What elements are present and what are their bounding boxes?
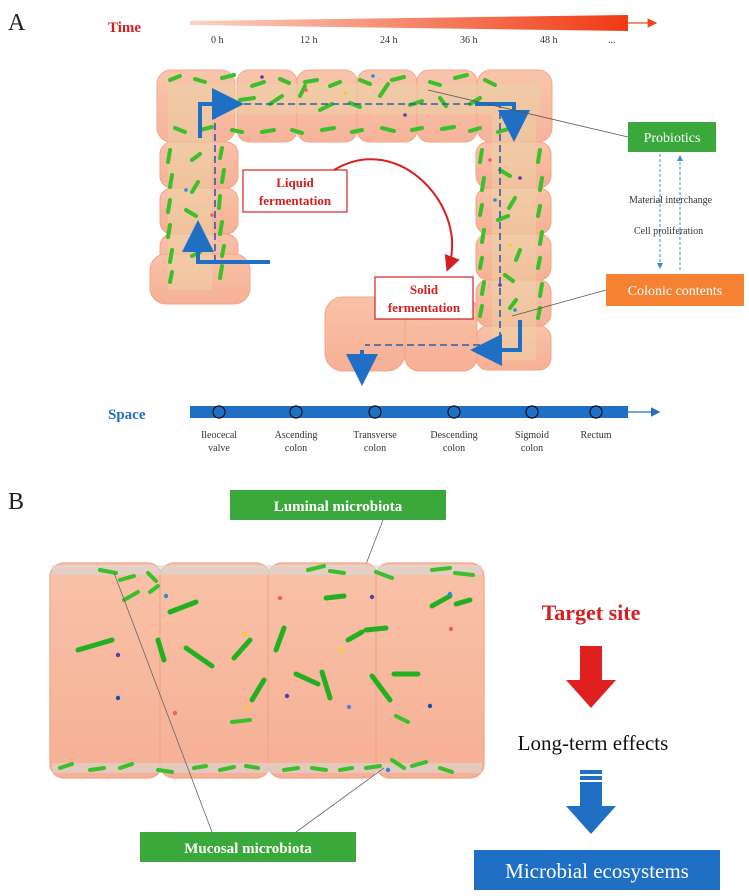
probiotics-leader bbox=[427, 89, 629, 138]
colonic-contents-box bbox=[606, 274, 744, 306]
space-tick: Rectum bbox=[580, 430, 611, 441]
cell-proliferation-label: Cell proliferation bbox=[634, 226, 703, 237]
solid-fermentation-box: Solid fermentation bbox=[374, 276, 474, 320]
mucosal-microbiota-box bbox=[140, 832, 356, 862]
space-tick: valve bbox=[208, 443, 230, 454]
time-tick: 0 h bbox=[211, 35, 224, 46]
colon-particles bbox=[184, 74, 522, 312]
interchange-arrows bbox=[657, 154, 683, 270]
space-ticks: Ileocecal valve Ascending colon Transver… bbox=[201, 430, 612, 454]
microbial-ecosystems-label: Microbial ecosystems bbox=[505, 859, 689, 883]
liquid-fermentation-line2: fermentation bbox=[259, 193, 332, 208]
space-tick: colon bbox=[521, 443, 543, 454]
fermentation-arrow bbox=[333, 158, 460, 272]
liquid-fermentation-box: Liquid fermentation bbox=[242, 169, 348, 213]
space-tick: Ileocecal bbox=[201, 430, 237, 441]
mucosal-bacteria bbox=[58, 564, 475, 774]
time-axis bbox=[190, 15, 658, 31]
mucus-layers bbox=[52, 565, 482, 773]
panel-b-letter: B bbox=[8, 489, 24, 515]
target-site-label: Target site bbox=[542, 600, 641, 625]
space-label: Space bbox=[108, 407, 146, 423]
probiotics-box bbox=[628, 122, 716, 152]
probiotics-label: Probiotics bbox=[644, 131, 701, 146]
time-tick: 24 h bbox=[380, 35, 398, 46]
space-axis bbox=[190, 406, 661, 418]
space-tick: Descending bbox=[430, 430, 477, 441]
red-down-arrow bbox=[566, 646, 616, 708]
space-markers bbox=[212, 405, 603, 419]
space-tick: colon bbox=[285, 443, 307, 454]
luminal-microbiota-label: Luminal microbiota bbox=[274, 499, 403, 515]
luminal-particles bbox=[115, 591, 454, 773]
luminal-microbiota-box bbox=[230, 490, 446, 520]
space-tick: Ascending bbox=[275, 430, 318, 441]
time-tick: 12 h bbox=[300, 35, 318, 46]
long-term-effects-label: Long-term effects bbox=[518, 731, 669, 755]
intestine-segments bbox=[49, 562, 485, 779]
panel-a-letter: A bbox=[8, 10, 26, 36]
mucosal-leader-2 bbox=[295, 767, 385, 833]
mucosal-leader-1 bbox=[113, 572, 213, 833]
microbial-ecosystems-box bbox=[474, 850, 720, 890]
solid-fermentation-line1: Solid bbox=[410, 282, 439, 297]
space-tick: colon bbox=[364, 443, 386, 454]
time-tick: 48 h bbox=[540, 35, 558, 46]
time-label: Time bbox=[108, 20, 141, 36]
time-tick: ... bbox=[608, 35, 616, 46]
space-tick: Sigmoid bbox=[515, 430, 549, 441]
time-tick: 36 h bbox=[460, 35, 478, 46]
colon-bacteria bbox=[166, 73, 544, 320]
time-ticks: 0 h 12 h 24 h 36 h 48 h ... bbox=[211, 35, 616, 46]
solid-fermentation-line2: fermentation bbox=[388, 300, 461, 315]
space-tick: colon bbox=[443, 443, 465, 454]
liquid-fermentation-line1: Liquid bbox=[276, 175, 314, 190]
blue-down-arrow bbox=[566, 770, 616, 834]
material-interchange-label: Material interchange bbox=[629, 195, 713, 206]
colonic-contents-leader bbox=[511, 289, 607, 317]
luminal-bacteria bbox=[75, 593, 473, 703]
space-tick: Transverse bbox=[353, 430, 397, 441]
colonic-contents-label: Colonic contents bbox=[628, 284, 723, 299]
mucosal-microbiota-label: Mucosal microbiota bbox=[184, 841, 312, 857]
